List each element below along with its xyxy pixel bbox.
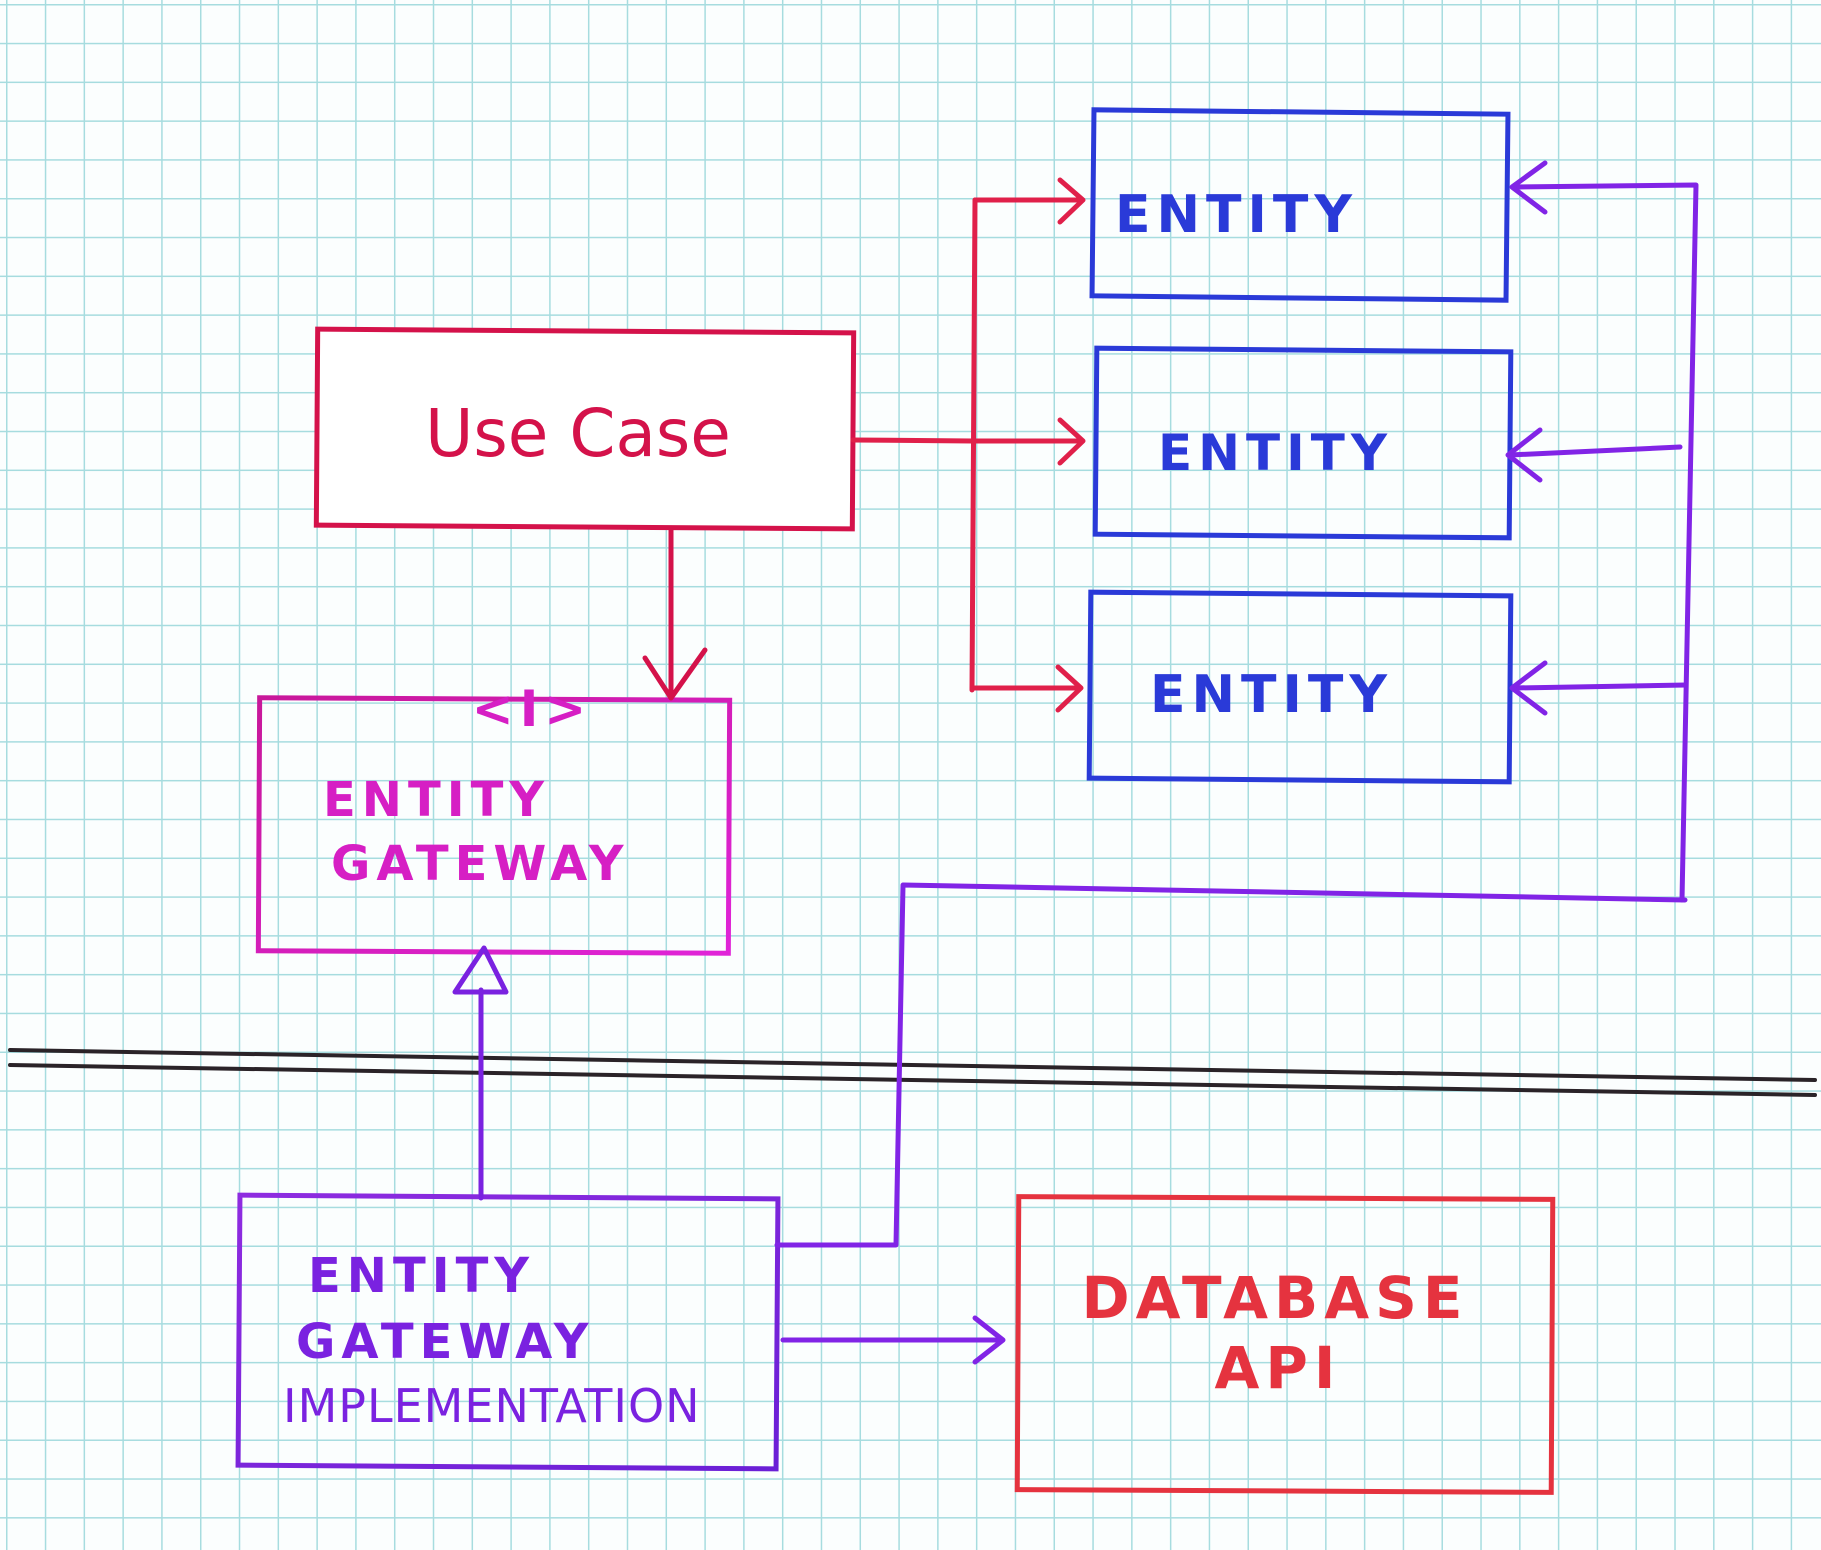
database-api-box (1014, 1194, 1556, 1495)
implementation-label-line3: IMPLEMENTATION (283, 1379, 701, 1433)
entity-label-2: ENTITY (1158, 424, 1393, 482)
entity-box-1 (1089, 107, 1511, 303)
implementation-to-gateway-arrow (452, 945, 509, 1201)
entity-gateway-box (255, 695, 733, 956)
gateway-label-line2: GATEWAY (331, 836, 629, 892)
use-case-to-gateway-arrow (642, 525, 708, 701)
database-label-line2: API (1215, 1334, 1342, 1402)
entity-box-2 (1092, 345, 1514, 541)
implementation-to-database-arrow (780, 1315, 1006, 1365)
use-case-label: Use Case (425, 395, 731, 472)
implementation-label-line2: GATEWAY (296, 1314, 594, 1370)
entity-label-3: ENTITY (1150, 665, 1393, 725)
use-case-box (313, 326, 857, 532)
entity-label-1: ENTITY (1115, 185, 1358, 245)
implementation-to-entities-arrows (774, 160, 1699, 1248)
use-case-to-entities-arrows (850, 177, 1086, 713)
database-label-line1: DATABASE (1082, 1264, 1469, 1332)
architecture-boundary-line (8, 1048, 1817, 1097)
gateway-stereotype: <I> (472, 680, 592, 738)
gateway-label-line1: ENTITY (323, 772, 550, 828)
gateway-implementation-box (235, 1192, 781, 1472)
implementation-label-line1: ENTITY (308, 1248, 535, 1304)
